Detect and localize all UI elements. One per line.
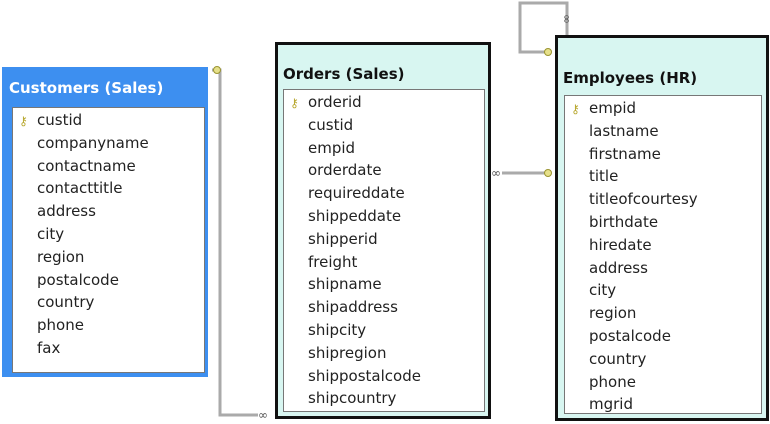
primary-key-icon: ⚷ xyxy=(571,102,580,116)
table-title: Orders (Sales) xyxy=(283,65,405,83)
column-row[interactable]: region xyxy=(19,246,84,268)
primary-key-icon: ⚷ xyxy=(290,96,299,110)
employees-self-relationship xyxy=(518,1,569,54)
column-name: companyname xyxy=(37,133,149,152)
many-end-icon: ∞ xyxy=(258,408,268,422)
column-row[interactable]: custid xyxy=(290,114,353,136)
table-title: Employees (HR) xyxy=(563,69,698,87)
column-row[interactable]: city xyxy=(19,223,64,245)
column-row[interactable]: shippostalcode xyxy=(290,365,421,387)
column-name: address xyxy=(37,202,96,221)
column-row[interactable]: shipperid xyxy=(290,228,378,250)
table-orders[interactable]: Orders (Sales) ⚷ orderid custid empid orderd… xyxy=(275,42,491,419)
column-name: mgrid xyxy=(589,395,633,414)
column-name: fax xyxy=(37,339,61,357)
column-name: title xyxy=(589,167,619,186)
column-name: shippeddate xyxy=(308,207,402,225)
column-name: shipcity xyxy=(308,321,367,339)
key-end-icon xyxy=(544,169,552,177)
column-row[interactable]: phone xyxy=(19,314,84,336)
column-row[interactable]: address xyxy=(19,200,96,222)
column-row[interactable]: shippeddate xyxy=(290,205,401,227)
table-customers[interactable]: Customers (Sales) ⚷ custid companyname cont… xyxy=(2,67,208,377)
column-name: orderdate xyxy=(308,161,382,180)
column-name: custid xyxy=(37,111,83,129)
column-name: orderid xyxy=(308,93,362,111)
column-name: empid xyxy=(589,99,637,117)
column-row[interactable]: country xyxy=(571,348,646,370)
column-row[interactable]: shipregion xyxy=(290,342,386,364)
column-name: shipcountry xyxy=(308,389,397,408)
column-name: hiredate xyxy=(589,235,652,254)
column-row[interactable]: orderdate xyxy=(290,159,382,181)
column-name: shipaddress xyxy=(308,298,398,317)
key-end-icon xyxy=(544,48,552,56)
column-row[interactable]: city xyxy=(571,279,616,301)
many-end-icon: ∞ xyxy=(491,166,501,180)
column-name: country xyxy=(589,349,647,368)
column-name: requireddate xyxy=(308,184,405,203)
column-name: city xyxy=(589,281,617,300)
column-row[interactable]: empid xyxy=(290,137,355,159)
column-name: address xyxy=(589,258,648,277)
column-row[interactable]: birthdate xyxy=(571,211,658,233)
column-row[interactable]: ⚷ orderid xyxy=(290,91,362,113)
column-row[interactable]: shipaddress xyxy=(290,296,398,318)
column-row[interactable]: region xyxy=(571,302,636,324)
column-name: freight xyxy=(308,252,358,271)
column-row[interactable]: firstname xyxy=(571,143,661,165)
column-row[interactable]: titleofcourtesy xyxy=(571,188,698,210)
column-row[interactable]: country xyxy=(19,291,94,313)
column-name: postalcode xyxy=(589,327,671,345)
column-row[interactable]: hiredate xyxy=(571,234,652,256)
customers-orders-relationship xyxy=(212,68,258,417)
column-name: region xyxy=(37,247,85,266)
column-row[interactable]: postalcode xyxy=(19,269,119,291)
column-row[interactable]: ⚷ custid xyxy=(19,109,82,131)
column-name: empid xyxy=(308,138,356,157)
column-row[interactable]: fax xyxy=(19,337,60,359)
column-name: postalcode xyxy=(37,270,119,289)
column-row[interactable]: postalcode xyxy=(571,325,671,347)
table-employees[interactable]: Employees (HR) ⚷ empid lastname firstname ti… xyxy=(555,35,769,421)
primary-key-icon: ⚷ xyxy=(19,114,28,128)
column-row[interactable]: lastname xyxy=(571,120,659,142)
column-name: contactname xyxy=(37,156,136,175)
column-name: region xyxy=(589,304,637,323)
column-name: birthdate xyxy=(589,213,659,231)
column-name: country xyxy=(37,293,95,312)
column-name: shippostalcode xyxy=(308,366,421,385)
column-name: shipperid xyxy=(308,229,378,248)
key-end-icon xyxy=(213,66,221,74)
column-row[interactable]: requireddate xyxy=(290,182,405,204)
column-name: shipname xyxy=(308,275,382,294)
column-name: custid xyxy=(308,115,354,134)
column-name: lastname xyxy=(589,121,659,140)
column-name: shipregion xyxy=(308,343,387,362)
column-name: phone xyxy=(589,372,636,391)
column-row[interactable]: freight xyxy=(290,251,357,273)
column-row[interactable]: shipcity xyxy=(290,319,366,341)
column-row[interactable]: title xyxy=(571,165,618,187)
column-name: city xyxy=(37,225,65,243)
column-name: firstname xyxy=(589,144,661,163)
many-end-icon: ∞ xyxy=(560,14,574,24)
column-row[interactable]: ⚷ empid xyxy=(571,97,636,119)
column-row[interactable]: phone xyxy=(571,371,636,393)
column-row[interactable]: shipname xyxy=(290,273,382,295)
column-row[interactable]: address xyxy=(571,257,648,279)
table-title: Customers (Sales) xyxy=(9,79,164,97)
column-name: titleofcourtesy xyxy=(589,190,698,209)
column-row[interactable]: contacttitle xyxy=(19,177,122,199)
column-row[interactable]: shipcountry xyxy=(290,387,396,409)
column-name: phone xyxy=(37,316,84,335)
column-row[interactable]: mgrid xyxy=(571,393,633,415)
column-row[interactable]: companyname xyxy=(19,132,149,154)
column-name: contacttitle xyxy=(37,179,123,198)
column-row[interactable]: contactname xyxy=(19,155,136,177)
